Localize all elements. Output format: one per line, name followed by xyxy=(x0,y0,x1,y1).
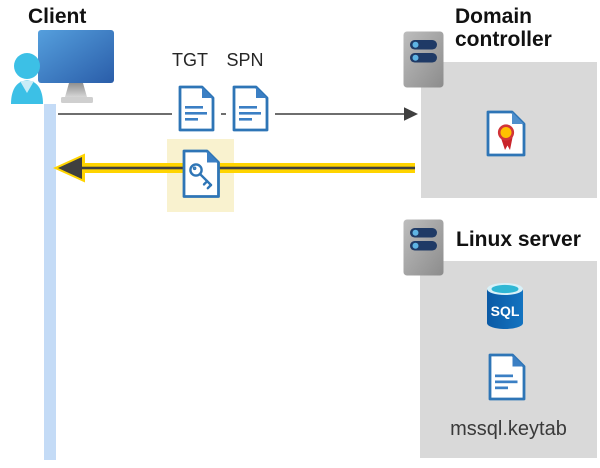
client-icon xyxy=(8,28,118,106)
sql-database-icon: SQL xyxy=(485,282,525,330)
client-timeline-bar xyxy=(44,104,56,460)
keytab-filename: mssql.keytab xyxy=(450,418,567,440)
domain-controller-title: Domain controller xyxy=(455,5,552,51)
monitor-icon xyxy=(38,30,114,103)
key-document-icon xyxy=(182,149,221,199)
tgt-document-icon xyxy=(172,80,221,136)
client-title: Client xyxy=(28,5,87,28)
linux-server-icon xyxy=(403,219,444,276)
spn-label: SPN xyxy=(226,50,264,70)
tgt-label: TGT xyxy=(172,50,208,70)
person-icon xyxy=(11,53,43,104)
key-glyph xyxy=(189,163,213,190)
certificate-icon xyxy=(486,110,526,157)
spn-document-icon xyxy=(226,80,275,136)
keytab-document-icon xyxy=(488,353,526,401)
linux-server-title: Linux server xyxy=(456,228,581,251)
sql-icon-text: SQL xyxy=(491,303,520,319)
response-arrow xyxy=(53,153,415,183)
domain-controller-server-icon xyxy=(403,31,444,88)
